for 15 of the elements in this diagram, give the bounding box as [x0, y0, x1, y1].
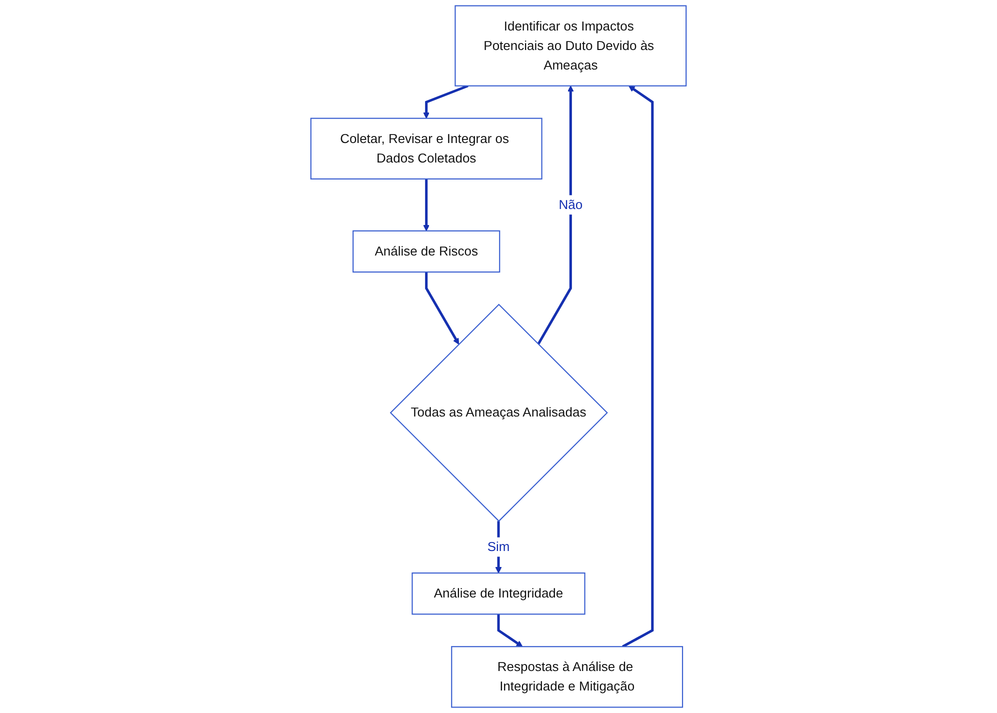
arrow [622, 86, 654, 648]
node-diamond: Todas as Ameaças Analisadas [390, 304, 608, 522]
node-box: Identificar os Impactos Potenciais ao Duto Devido às Ameaças [454, 5, 687, 86]
node-box: Análise de Riscos [352, 230, 500, 273]
node-box: Coletar, Revisar e Integrar os Dados Coletados [310, 118, 542, 180]
edge-label: Sim [487, 539, 510, 554]
edge-label: Não [558, 197, 583, 212]
arrow [423, 84, 468, 119]
node-box: Respostas à Análise de Integridade e Mitigação [451, 646, 684, 708]
arrow [537, 86, 574, 345]
arrow [495, 521, 502, 574]
arrow [497, 614, 523, 647]
node-box: Análise de Integridade [412, 572, 586, 615]
arrow [425, 272, 460, 344]
arrow [423, 178, 430, 232]
